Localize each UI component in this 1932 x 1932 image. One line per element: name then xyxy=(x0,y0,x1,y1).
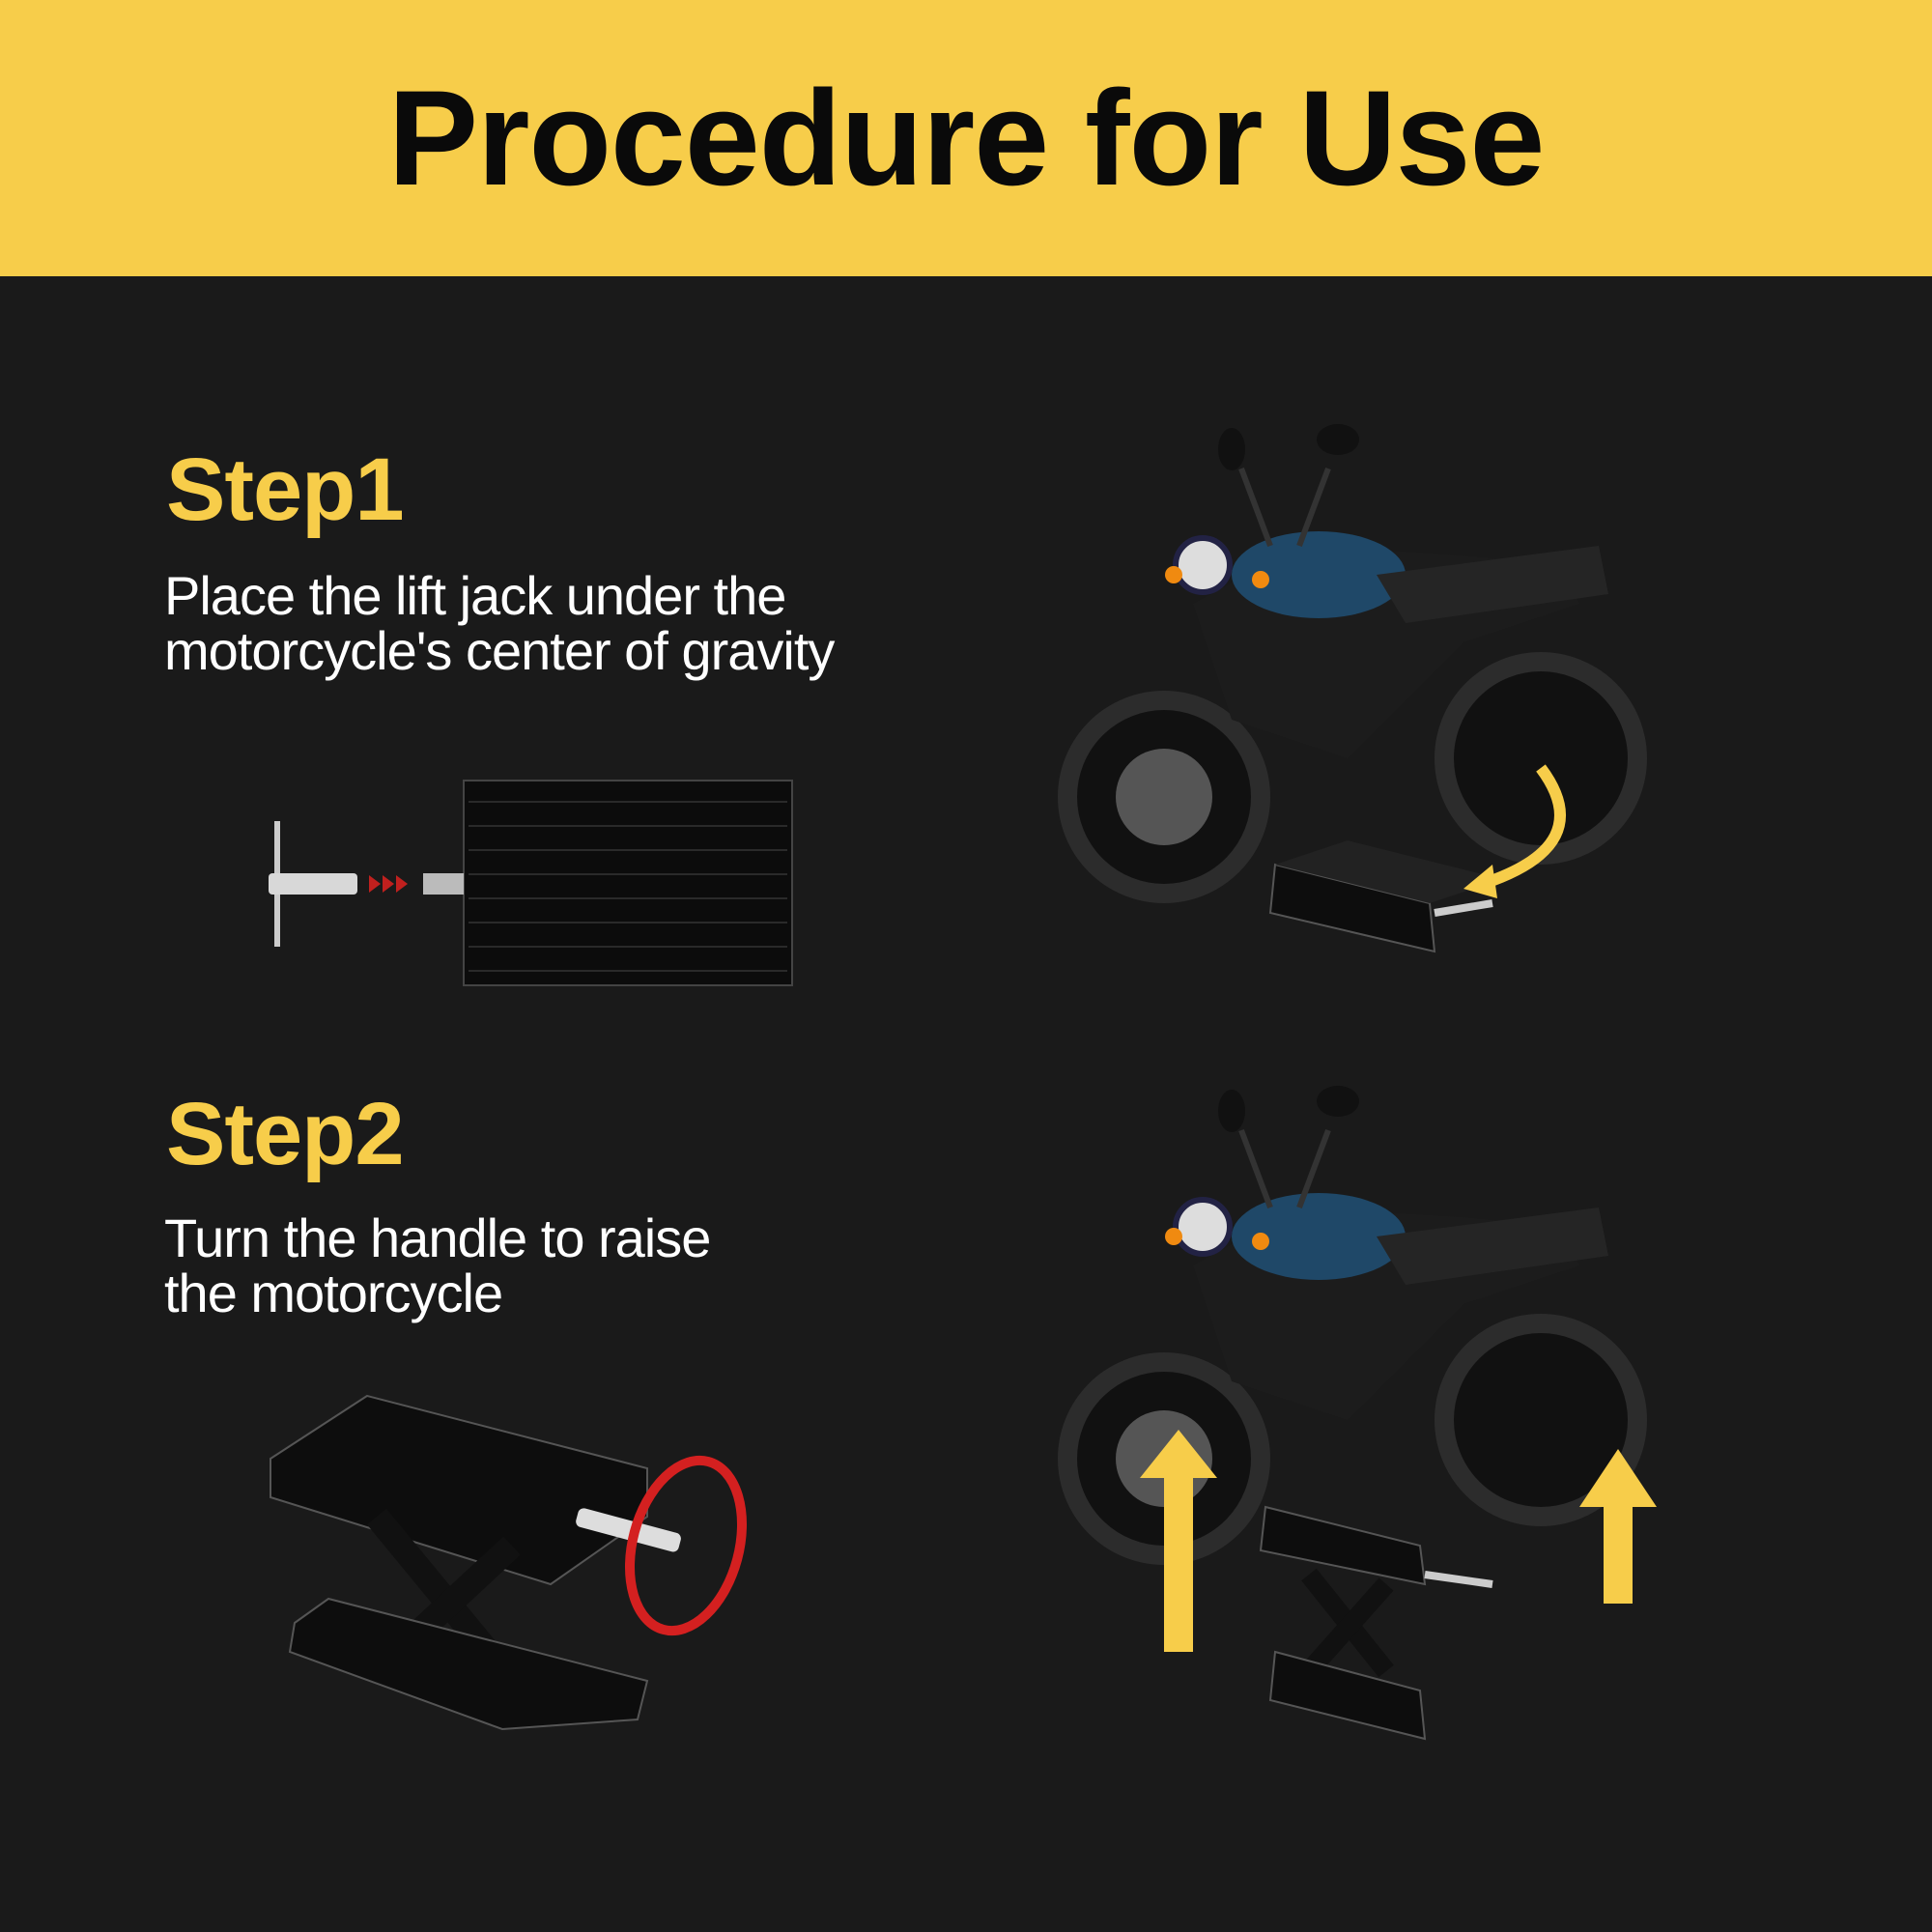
insert-curve-arrow-icon xyxy=(1481,764,1566,890)
step2-line2: the motorcycle xyxy=(164,1263,503,1323)
step1-heading: Step1 xyxy=(166,440,405,539)
up-arrow-icon-right xyxy=(1579,1449,1657,1604)
lift-jack-icon xyxy=(1268,840,1502,953)
step2-line1: Turn the handle to raise xyxy=(164,1208,711,1268)
header-banner: Procedure for Use xyxy=(0,0,1932,276)
step1-line2: motorcycle's center of gravity xyxy=(164,620,835,681)
step1-description: Place the lift jack under the motorcycle… xyxy=(164,565,835,681)
scissor-jack-image xyxy=(270,1394,748,1731)
jack-top-view-image xyxy=(269,780,793,986)
jack-plate xyxy=(463,780,793,986)
step2-heading: Step2 xyxy=(166,1085,405,1183)
crank-handle xyxy=(576,1508,681,1552)
rotate-arrow-icon xyxy=(624,1455,748,1636)
raised-jack-icon xyxy=(1259,1505,1493,1741)
motorcycle-icon xyxy=(1058,424,1647,903)
page-title: Procedure for Use xyxy=(387,62,1546,213)
step1-line1: Place the lift jack under the xyxy=(164,565,786,626)
jack-top-plate xyxy=(270,1394,648,1586)
handle-icon xyxy=(269,821,357,947)
screw-socket xyxy=(423,873,464,895)
jack-base xyxy=(288,1597,649,1731)
motorcycle-raised-image xyxy=(1058,1086,1657,1741)
step2-description: Turn the handle to raise the motorcycle xyxy=(164,1208,711,1323)
up-arrow-icon-left xyxy=(1140,1430,1217,1652)
motorcycle-icon xyxy=(1058,1086,1647,1565)
motorcycle-with-jack-image xyxy=(1058,424,1647,953)
insert-arrows-icon xyxy=(369,875,408,893)
